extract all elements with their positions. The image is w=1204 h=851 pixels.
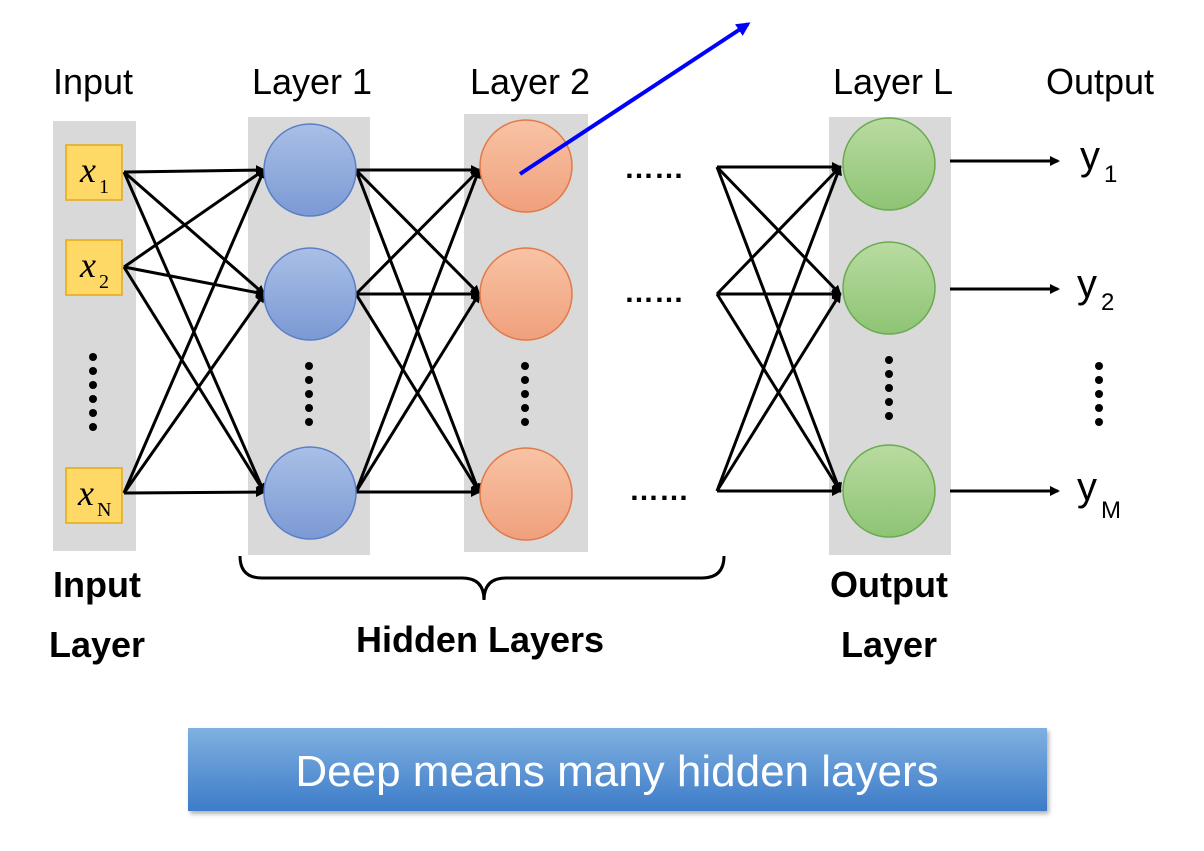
input-node-1: x 1: [65, 144, 123, 201]
connection-edge: [123, 170, 266, 296]
outputs-vertical-ellipsis: [1095, 362, 1103, 426]
output-arrows: [950, 156, 1060, 496]
output-label-m: y M: [1077, 465, 1121, 524]
output-header: Output: [1046, 61, 1154, 102]
svg-text:y: y: [1077, 465, 1097, 509]
connection-edge: [123, 168, 266, 269]
deep-banner: Deep means many hidden layers: [188, 728, 1047, 811]
layer2-neuron: [479, 447, 573, 541]
svg-text:1: 1: [99, 176, 109, 198]
connection-edge: [354, 292, 481, 493]
layer2-header: Layer 2: [470, 61, 590, 102]
input-layer-label-line2: Layer: [49, 624, 145, 665]
output-neuron: [842, 444, 936, 538]
layer1-neuron: [263, 123, 357, 217]
output-neuron: [842, 241, 936, 335]
connection-edge: [715, 165, 842, 492]
input-layer-label-line1: Input: [53, 564, 141, 605]
svg-text:2: 2: [99, 271, 109, 293]
connection-edge: [354, 168, 481, 493]
output-layer-label-line2: Layer: [841, 624, 937, 665]
hidden-ellipsis-row-2: ……: [624, 276, 684, 309]
svg-text:y: y: [1077, 262, 1097, 306]
blue-arrow: [518, 22, 751, 176]
connection-edge: [122, 266, 266, 494]
svg-text:M: M: [1101, 497, 1121, 524]
layerL-header: Layer L: [833, 61, 953, 102]
hidden-ellipsis-row-3: ……: [629, 474, 689, 507]
svg-text:N: N: [97, 499, 111, 521]
layer1-neuron: [263, 247, 357, 341]
layer2-vertical-ellipsis: [521, 362, 529, 426]
connection-edge: [123, 265, 266, 298]
connection-edge: [354, 168, 481, 296]
connection-edge: [122, 292, 266, 494]
svg-text:x: x: [79, 245, 96, 285]
input-node-n: x N: [65, 467, 123, 524]
output-neuron: [842, 117, 936, 211]
hidden-layers-label: Hidden Layers: [356, 619, 604, 660]
svg-text:1: 1: [1104, 161, 1117, 188]
connection-edge: [715, 165, 842, 296]
layer1-neuron: [263, 446, 357, 540]
output-layer-vertical-ellipsis: [885, 356, 893, 420]
svg-text:x: x: [77, 473, 94, 513]
svg-text:y: y: [1080, 134, 1100, 178]
hidden-ellipsis-row-1: ……: [624, 152, 684, 185]
layer1-header: Layer 1: [252, 61, 372, 102]
connection-edge: [123, 165, 266, 176]
layer1-vertical-ellipsis: [305, 362, 313, 426]
layer2-neuron: [479, 247, 573, 341]
connection-edge: [122, 168, 266, 494]
input-node-2: x 2: [65, 239, 123, 296]
svg-text:x: x: [79, 150, 96, 190]
svg-text:2: 2: [1101, 289, 1114, 316]
banner-text: Deep means many hidden layers: [295, 747, 938, 796]
connection-edge: [715, 292, 842, 492]
output-label-1: y 1: [1080, 134, 1117, 188]
output-label-2: y 2: [1077, 262, 1114, 316]
input-vertical-ellipsis: [89, 353, 97, 431]
connections: [122, 162, 842, 498]
connection-edge: [123, 487, 266, 498]
hidden-layers-brace: [238, 555, 726, 601]
layer2-neuron: [479, 119, 573, 213]
input-header: Input: [53, 61, 133, 102]
output-layer-label-line1: Output: [830, 564, 948, 605]
